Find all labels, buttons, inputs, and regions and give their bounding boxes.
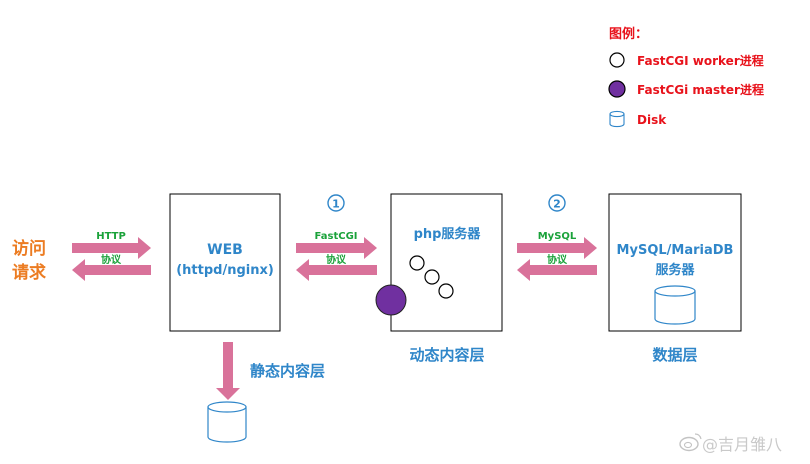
web-server-title: WEB — [207, 242, 243, 258]
mysql-sub-label: 协议 — [547, 253, 568, 266]
http-left-arrow — [72, 259, 151, 281]
fastcgi-right-arrow — [296, 237, 377, 259]
mysql-left-arrow — [517, 259, 597, 281]
request-text-line2: 请求 — [12, 262, 46, 283]
http-arrows: HTTP 协议 — [72, 231, 151, 281]
static-down-arrow — [216, 342, 240, 400]
db-server-title: MySQL/MariaDB — [617, 243, 734, 258]
static-disk-icon — [207, 401, 247, 443]
fastcgi-label: FastCGI — [315, 231, 358, 242]
data-layer-label: 数据层 — [652, 346, 697, 364]
fastcgi-sub-label: 协议 — [326, 253, 347, 266]
http-sub-label: 协议 — [101, 253, 122, 266]
disk-icon — [609, 110, 625, 128]
dynamic-layer-label: 动态内容层 — [409, 346, 484, 364]
legend-title: 图例： — [609, 26, 648, 42]
db-disk-icon — [654, 285, 696, 325]
mysql-right-arrow — [517, 237, 597, 259]
master-process-icon — [608, 80, 626, 98]
mysql-label: MySQL — [538, 231, 577, 242]
fastcgi-arrows: FastCGI 协议 — [296, 231, 377, 281]
watermark-text: @吉月雏八 — [702, 435, 782, 454]
worker-process-icon — [424, 269, 440, 285]
request-text-line1: 访问 — [12, 238, 46, 259]
worker-process-icon — [609, 52, 625, 68]
http-right-arrow — [72, 237, 151, 259]
svg-text:2: 2 — [553, 198, 561, 211]
weibo-logo-icon — [679, 433, 702, 452]
step-2-marker: 2 — [548, 194, 566, 212]
static-layer-label: 静态内容层 — [250, 362, 325, 380]
worker-process-icon — [409, 255, 425, 271]
legend-master-label: FastCGi master进程 — [637, 82, 764, 97]
legend-worker-label: FastCGI worker进程 — [637, 53, 764, 68]
legend-disk-label: Disk — [637, 113, 667, 127]
fastcgi-left-arrow — [296, 259, 377, 281]
php-server-title: php服务器 — [414, 226, 482, 242]
web-server-subtitle: (httpd/nginx) — [176, 263, 274, 278]
http-label: HTTP — [96, 231, 126, 242]
svg-text:1: 1 — [332, 198, 340, 211]
worker-process-icon — [438, 283, 454, 299]
step-1-marker: 1 — [327, 194, 345, 212]
db-server-subtitle: 服务器 — [655, 262, 695, 278]
php-server-box — [390, 193, 503, 332]
web-server-box — [169, 193, 281, 332]
mysql-arrows: MySQL 协议 — [517, 231, 597, 281]
master-process-icon — [375, 284, 407, 316]
legend: 图例： FastCGI worker进程 FastCGi master进程 Di… — [608, 26, 764, 128]
watermark: @吉月雏八 — [679, 433, 782, 454]
